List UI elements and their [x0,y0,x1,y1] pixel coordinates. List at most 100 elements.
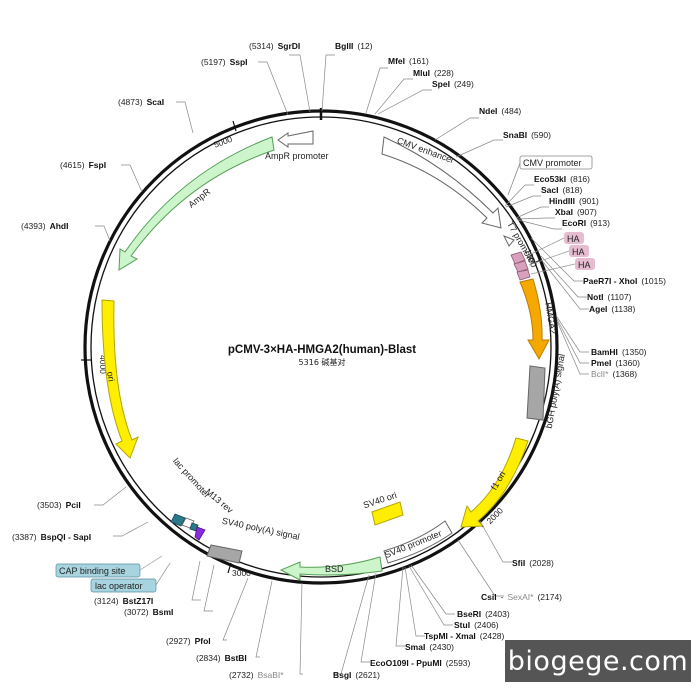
site-bcli: BclI* (1368) [591,364,637,381]
leader-bseri [410,564,455,615]
ori-label: ori [105,371,117,383]
watermark-text: biogege.com [507,645,689,677]
site-bspqi-sapi: (3387) BspQI - SapI [12,527,91,544]
site-spei: SpeI (249) [432,74,474,91]
ha-tag-2 [513,260,529,273]
ampr-arrow [118,136,275,271]
tick-label-3000: 3000 [232,568,251,578]
leader-xbai [516,217,555,220]
site-tspmi-xmai: TspMI - XmaI (2428) [424,626,505,643]
cmv-promoter-label: CMV promoter [523,158,582,168]
cap-binding-site-box [170,513,186,527]
site-sspi: (5197) SspI [201,52,248,69]
ampr-promoter-arrow [277,130,314,148]
site-stui: StuI (2406) [454,615,499,632]
leader-spei [377,89,432,115]
leader-tspmi [404,566,425,637]
site-leaders [94,54,589,675]
leader-bamhi [556,316,589,353]
site-snabi: SnaBI (590) [503,125,551,142]
hmga2-arrow [519,278,550,361]
leader-sspi [258,61,289,116]
site-ecori: EcoRI (913) [562,213,610,230]
cap-binding-site-label-box [55,563,141,578]
leader-fspi [121,164,143,193]
site-bseri: BseRI (2403) [457,604,510,621]
leader-agei [542,261,589,310]
ha-leader-2 [528,250,570,266]
site-eco53ki: Eco53kI (816) [534,169,590,186]
site-labels: (5314) SgrDI BglII (12) MfeI (161) MluI … [12,36,666,682]
site-mlui: MluI (228) [413,63,454,80]
leader-stui [408,565,453,626]
leader-bglii [321,54,335,112]
leader-pfoi [222,577,249,641]
site-agei: AgeI (1138) [589,299,636,316]
site-sfii: SfiI (2028) [512,553,554,570]
leader-ndei [434,117,479,141]
ampr-promoter-label: AmpR promoter [265,151,329,161]
map-subtitle: 5316 碱基对 [299,357,346,367]
leader-csii [457,539,504,597]
site-saci: SacI (818) [541,180,583,197]
leader-ecori [517,219,562,230]
ha-tag-1 [510,251,526,265]
site-bamhi: BamHI (1350) [591,342,647,359]
site-csii: CsiI - SexAI* (2174) [481,587,562,604]
site-ahdi: (4393) AhdI [21,216,68,233]
bgh-polya-box [526,365,546,421]
site-bglii: BglII (12) [335,36,373,53]
leader-sfii [479,520,512,563]
site-mfei: MfeI (161) [388,51,429,68]
leader-ecoo109i [360,572,377,663]
lac-operator-label-box [90,578,157,593]
site-pcii: (3503) PciI [37,495,81,512]
leader-paer7i [530,237,583,282]
site-ecoo109i-ppumi: EcoO109I - PpuMI (2593) [370,653,471,670]
site-bsmi: (3072) BsmI [124,602,173,619]
leader-bstz17i [191,560,201,601]
ha-label-box-3 [575,258,595,270]
leader-mfei [365,67,388,114]
leader-pmei [556,318,589,364]
leader-bsmi [203,564,215,612]
cmv-enhancer-arrow [381,136,502,229]
m13-rev-arrow [194,526,206,541]
bsd-arrow [279,556,383,581]
lac-operator-leader [155,562,171,586]
leader-bspqi [113,521,149,537]
leader-mlui [374,78,413,115]
cmv-promoter-leader [507,162,521,196]
leader-sgrdi [289,54,311,113]
site-bstbi: (2834) BstBI [196,648,247,665]
site-scai: (4873) ScaI [118,92,164,109]
leader-hindiii [515,206,549,219]
site-pmei: PmeI (1360) [591,353,640,370]
leader-bsgi [333,574,370,675]
f1-ori-arrow [460,437,529,528]
lac-promoter-label: lac promoter [171,456,212,500]
leader-scai [176,101,194,134]
cap-binding-site-label: CAP binding site [59,566,125,576]
lac-operator-label: lac operator [95,581,143,591]
watermark-banner: biogege.com [505,640,691,682]
site-sgrdi: (5314) SgrDI [249,36,300,53]
ha-label-3: HA [578,260,591,270]
ha-label-2: HA [572,247,585,257]
sv40-polya-label: SV40 poly(A) signal [221,516,300,542]
leader-noti [540,255,587,298]
ha-label-1: HA [567,234,580,244]
ha-leader-1 [526,237,565,257]
site-ndei: NdeI (484) [479,101,521,118]
tick-3000 [227,562,232,574]
sv40-ori-box [371,501,404,526]
leader-pcii [94,486,127,506]
tick-label-4000: 4000 [98,355,108,374]
site-noti: NotI (1107) [587,287,632,304]
leader-saci [505,195,541,208]
site-bstz17i: (3124) BstZ17I [94,591,153,608]
cap-leader [139,555,163,571]
site-fspi: (4615) FspI [60,155,106,172]
site-bsabi: (2732) BsaBI* [229,665,284,682]
tick-marks: 1000 2000 3000 4000 5000 [81,120,542,578]
